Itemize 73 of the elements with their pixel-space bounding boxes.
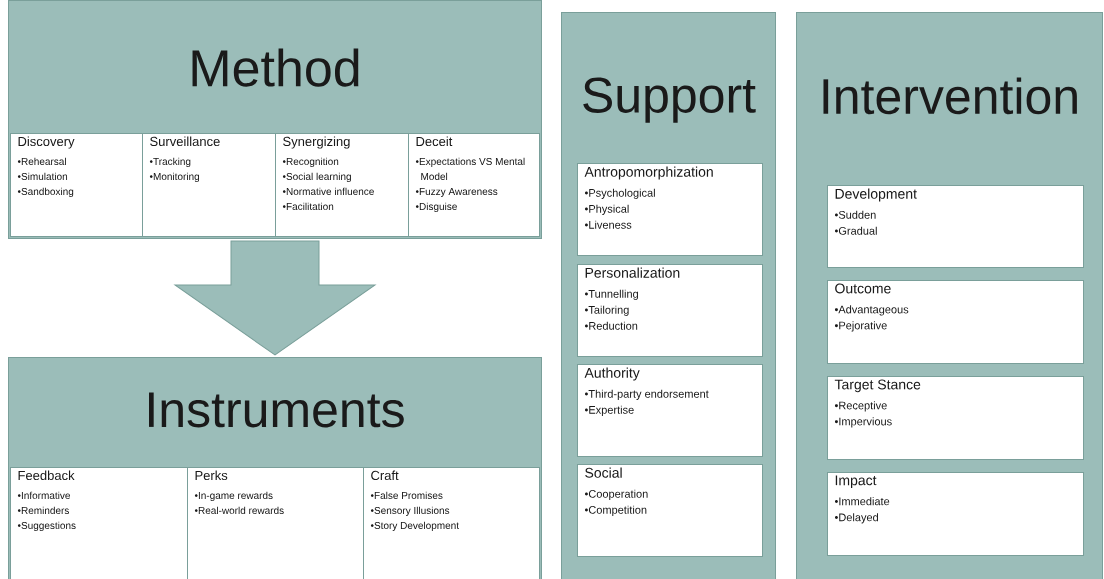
bullet-item: •Physical [584,204,629,215]
cell-box [275,133,409,237]
bullet-item: •Tailoring [584,305,629,316]
cell-heading: Deceit [416,136,453,147]
panel-title: Instruments [149,392,404,428]
panel-title: Intervention [823,77,1077,115]
cell-box [577,464,763,557]
bullet-item: •Story Development [370,521,459,531]
bullet-item: •Gradual [834,226,877,235]
cell-box [187,467,364,579]
bullet-item: •Tunnelling [584,289,638,300]
panel-title: Support [583,77,756,123]
bullet-item: •Third-party endorsement [584,389,709,400]
bullet-item: •Reduction [584,321,638,330]
cell-box [577,364,763,457]
cell-heading: Antropomorphization [584,166,713,180]
cell-heading: Surveillance [150,136,220,147]
cell-box [827,280,1084,364]
cell-box [827,376,1084,460]
bullet-item: •Delayed [834,513,878,524]
cell-heading: Impact [835,475,877,489]
bullet-item: •Fuzzy Awareness [415,188,498,197]
cell-heading: Craft [371,470,399,481]
panel-title: Method [192,48,359,87]
cell-box [827,472,1084,556]
bullet-item: •In-game rewards [194,491,273,501]
cell-heading: Target Stance [834,379,921,393]
bullet-item: •Competition [584,505,647,516]
bullet-item: •Reminders [17,506,69,514]
cell-heading: Discovery [18,136,75,149]
bullet-item: •Liveness [584,220,632,229]
bullet-item: •Receptive [834,401,887,412]
bullet-item: •False Promises [370,491,443,499]
bullet-item: •Sensory Illusions [370,506,450,516]
bullet-item: •Normative influence [282,187,374,195]
cell-heading: Synergizing [283,136,350,149]
bullet-item: •Real-world rewards [194,506,284,514]
bullet-item: •Expectations VS Mental Model [415,157,525,180]
cell-heading: Feedback [18,470,75,481]
bullet-item: •Expertise [584,405,634,416]
cell-heading: Perks [195,470,228,481]
cell-heading: Outcome [835,283,891,294]
bullet-item: •Social learning [282,172,351,182]
bullet-item: •Disguise [415,202,457,212]
cell-box [363,467,540,579]
cell-heading: Development [835,188,917,202]
bullet-item: •Simulation [17,172,68,180]
bullet-item: •Rehearsal [17,157,66,165]
bullet-item: •Psychological [584,188,655,199]
bullet-item: •Sudden [834,210,876,219]
cell-heading: Personalization [585,267,680,278]
bullet-item: •Cooperation [584,489,648,500]
bullet-item: •Recognition [282,157,339,167]
bullet-item: •Suggestions [17,521,76,531]
cell-box [10,467,188,579]
cell-box [827,185,1084,268]
cell-box [10,133,143,237]
cell-heading: Authority [584,367,640,381]
bullet-item: •Monitoring [149,172,200,182]
bullet-item: •Informative [17,491,70,499]
bullet-item: •Advantageous [834,305,909,316]
cell-box [408,133,540,237]
bullet-item: •Tracking [149,157,191,167]
cell-box [577,264,763,357]
bullet-item: •Facilitation [282,202,334,210]
block-arrow [174,240,376,356]
bullet-item: •Impervious [834,417,892,428]
cell-heading: Social [585,467,622,478]
bullet-item: •Sandboxing [17,187,74,197]
bullet-item: •Immediate [834,497,890,506]
bullet-item: •Pejorative [834,321,887,332]
cell-box [142,133,276,237]
cell-box [577,163,763,256]
